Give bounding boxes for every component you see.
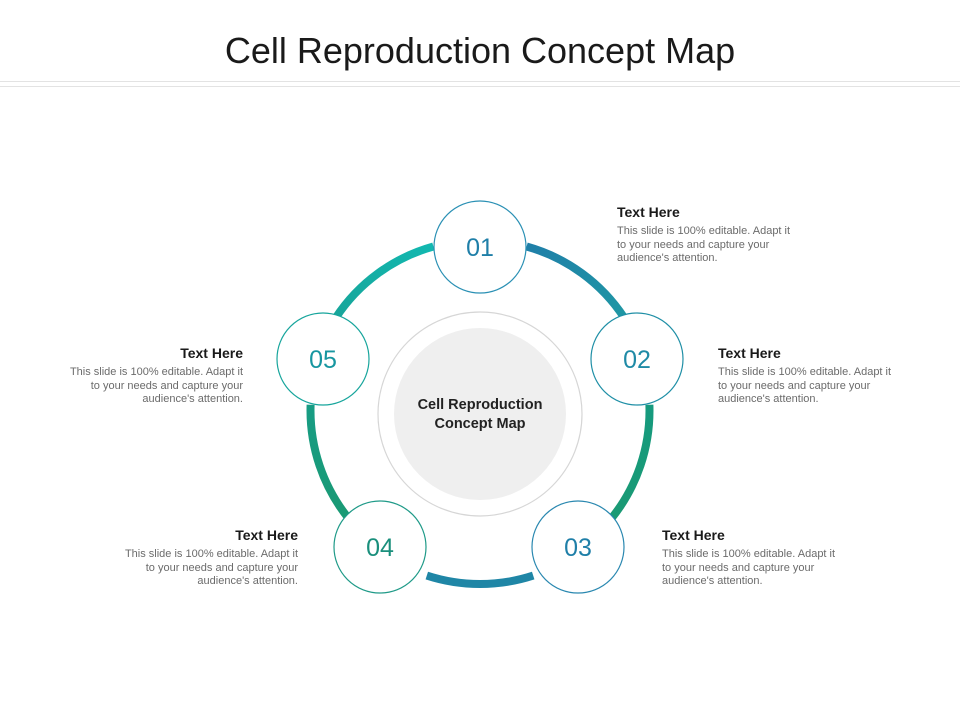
callout-02-heading: Text Here	[718, 345, 781, 361]
ring-arc-01-02	[525, 242, 628, 320]
center-label-line1: Cell Reproduction	[418, 397, 543, 413]
callout-02-body: This slide is 100% editable. Adapt it to…	[718, 366, 892, 405]
callout-01-heading: Text Here	[617, 204, 680, 220]
ring-arc-05-01	[332, 242, 435, 320]
ring-arc-04-05	[306, 404, 353, 522]
callout-05-body: This slide is 100% editable. Adapt it to…	[69, 366, 243, 405]
node-03: 03	[531, 500, 625, 594]
page-title: Cell Reproduction Concept Map	[224, 30, 736, 71]
callout-04-body: This slide is 100% editable. Adapt it to…	[124, 548, 298, 587]
center-label-line2: Concept Map	[434, 416, 525, 432]
node-01: 01	[433, 200, 527, 294]
callout-03: Text Here This slide is 100% editable. A…	[662, 527, 847, 589]
node-05: 05	[276, 312, 370, 406]
callout-03-heading: Text Here	[662, 527, 725, 543]
center-disc	[394, 328, 566, 500]
callout-01-body: This slide is 100% editable. Adapt it to…	[617, 225, 791, 264]
callout-04-heading: Text Here	[235, 527, 298, 543]
node-05-number: 05	[309, 346, 337, 374]
callout-05-heading: Text Here	[180, 345, 243, 361]
node-03-number: 03	[564, 534, 592, 562]
node-02: 02	[590, 312, 684, 406]
callout-03-body: This slide is 100% editable. Adapt it to…	[662, 548, 836, 587]
title-divider-top	[0, 81, 960, 82]
callout-02: Text Here This slide is 100% editable. A…	[718, 345, 903, 407]
ring-arc-03-04	[425, 571, 535, 589]
ring-arc-02-03	[607, 404, 654, 522]
callout-01: Text Here This slide is 100% editable. A…	[617, 204, 802, 266]
node-04-number: 04	[366, 534, 394, 562]
callout-04: Text Here This slide is 100% editable. A…	[113, 527, 298, 589]
title-divider-bottom	[0, 86, 960, 87]
node-04: 04	[333, 500, 427, 594]
node-01-number: 01	[466, 234, 494, 262]
node-02-number: 02	[623, 346, 651, 374]
callout-05: Text Here This slide is 100% editable. A…	[58, 345, 243, 407]
